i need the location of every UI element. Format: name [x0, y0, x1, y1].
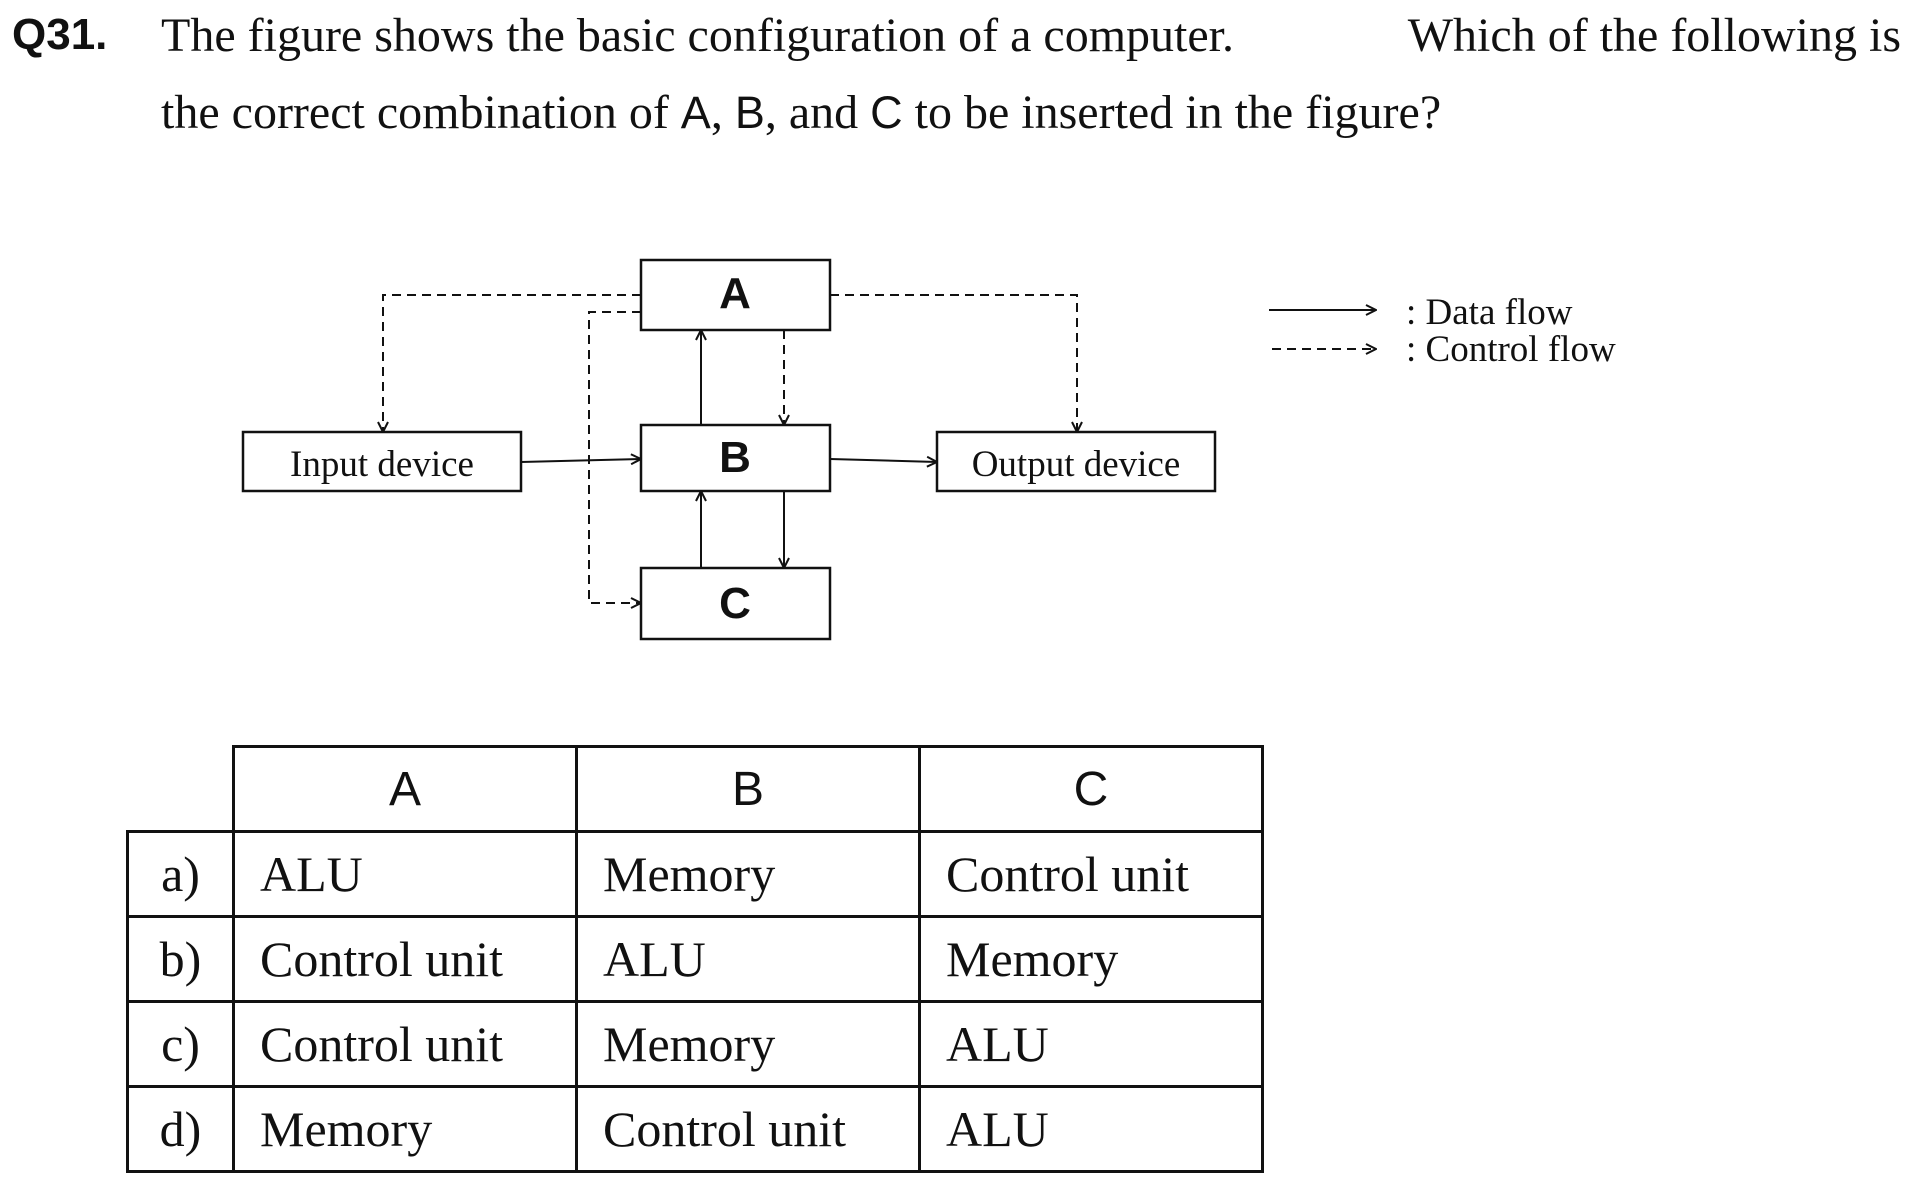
cell-a: ALU [232, 830, 578, 918]
box-b-label: B [719, 433, 751, 482]
control-flow-a-to-output [830, 294, 1077, 432]
letter-a: A [680, 87, 711, 138]
table-row: a) ALU Memory Control unit [126, 830, 1264, 918]
output-device-label: Output device [972, 444, 1181, 485]
letter-c: C [870, 87, 903, 138]
cell-a: Control unit [232, 915, 578, 1003]
separator-1: , [710, 86, 735, 139]
computer-configuration-diagram: A B C Input device Output device : Data … [241, 258, 1616, 641]
header-b: B [575, 745, 921, 833]
cell-a: Memory [232, 1085, 578, 1173]
question-text-part-3: the correct combination of [161, 86, 681, 139]
cell-a: Control unit [232, 1000, 578, 1088]
control-flow-a-to-input [383, 294, 641, 432]
cell-b: Control unit [575, 1085, 921, 1173]
cell-b: ALU [575, 915, 921, 1003]
table-header-row: A B C [127, 745, 1264, 833]
box-b [639, 423, 832, 493]
question-line-1: The figure shows the basic configuration… [161, 8, 1901, 63]
option-label: b) [126, 915, 235, 1003]
letter-b: B [734, 87, 765, 138]
legend: : Data flow : Control flow [1269, 292, 1616, 370]
box-a [639, 258, 832, 332]
header-a: A [232, 745, 578, 833]
input-device-box [241, 430, 523, 493]
option-label: c) [126, 1000, 235, 1088]
box-c-label: C [719, 579, 751, 628]
answer-choices-table: A B C a) ALU Memory Control unit b) Cont… [126, 745, 1264, 1173]
table-row: c) Control unit Memory ALU [126, 1000, 1264, 1088]
control-flow-a-to-c [588, 311, 641, 603]
separator-2: , and [764, 86, 871, 139]
cell-c: ALU [918, 1000, 1264, 1088]
legend-data-flow-label: : Data flow [1406, 292, 1573, 333]
cell-b: Memory [575, 830, 921, 918]
output-device-box [935, 430, 1217, 493]
data-flow-input-to-b [520, 459, 641, 462]
cell-c: Control unit [918, 830, 1264, 918]
header-c: C [918, 745, 1264, 833]
table-row: d) Memory Control unit ALU [126, 1085, 1264, 1173]
table-row: b) Control unit ALU Memory [126, 915, 1264, 1003]
option-label: a) [126, 830, 235, 918]
box-c [639, 566, 832, 641]
input-device-label: Input device [290, 444, 474, 485]
header-blank-cell [127, 746, 235, 833]
legend-control-flow-label: : Control flow [1406, 329, 1616, 370]
question-text-part-1: The figure shows the basic configuration… [161, 9, 1235, 62]
data-flow-b-to-output [829, 459, 937, 462]
cell-c: ALU [918, 1085, 1264, 1173]
question-text-part-2: Which of the following is [1407, 9, 1901, 62]
box-a-label: A [719, 269, 751, 318]
option-label: d) [126, 1085, 235, 1173]
question-line-2: the correct combination of A, B, and C t… [161, 85, 1441, 140]
question-number: Q31. [12, 10, 108, 59]
question-text-part-4: to be inserted in the figure? [902, 86, 1442, 139]
cell-c: Memory [918, 915, 1264, 1003]
cell-b: Memory [575, 1000, 921, 1088]
